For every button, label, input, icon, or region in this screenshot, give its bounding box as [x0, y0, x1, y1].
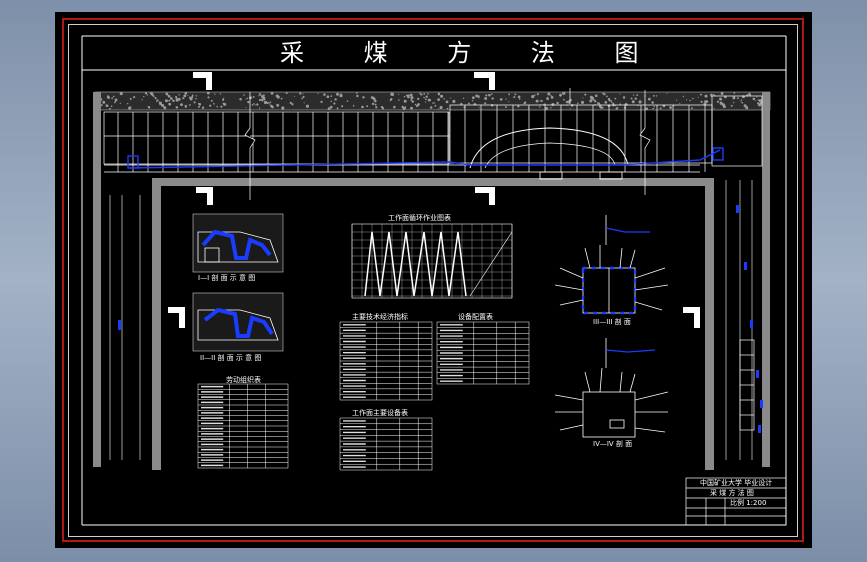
section-drawing-1 [192, 213, 284, 273]
table-labor [197, 383, 289, 469]
table-equip [436, 321, 530, 385]
label-table-equip: 设备配置表 [458, 313, 493, 321]
roadway-walls [93, 92, 770, 470]
table-main-equip [339, 417, 433, 471]
label-section-1: I—I 剖 面 示 意 图 [198, 274, 256, 282]
cycle-operation-chart [351, 223, 513, 299]
section-markers [168, 72, 700, 328]
title-block [685, 477, 787, 526]
label-section-4: IV—IV 剖 面 [593, 440, 633, 448]
table-tech [339, 321, 433, 401]
label-chart-title: 工作面循环作业图表 [388, 214, 451, 222]
blue-markers [118, 205, 763, 433]
label-section-2: II—II 剖 面 示 意 图 [200, 354, 262, 362]
section-drawing-3 [554, 215, 669, 315]
drawing-title: 采 煤 方 法 图 [280, 39, 665, 67]
conveyor-line-blue [127, 147, 724, 169]
drawing-sheet [68, 24, 798, 537]
title-block-line2: 采 煤 方 法 图 [710, 489, 754, 497]
label-table-main-equip: 工作面主要设备表 [352, 409, 408, 417]
drawing-border-red [62, 18, 804, 542]
label-section-3: III—III 剖 面 [593, 318, 631, 326]
title-block-line3: 比例 1:200 [730, 499, 767, 507]
section-drawing-2 [192, 292, 284, 352]
title-block-line1: 中国矿业大学 毕业设计 [700, 479, 773, 487]
section-drawing-4 [554, 338, 669, 438]
label-table-tech: 主要技术经济指标 [352, 313, 408, 321]
label-table-labor: 劳动组织表 [226, 376, 261, 384]
roof-rock-band [94, 91, 771, 111]
